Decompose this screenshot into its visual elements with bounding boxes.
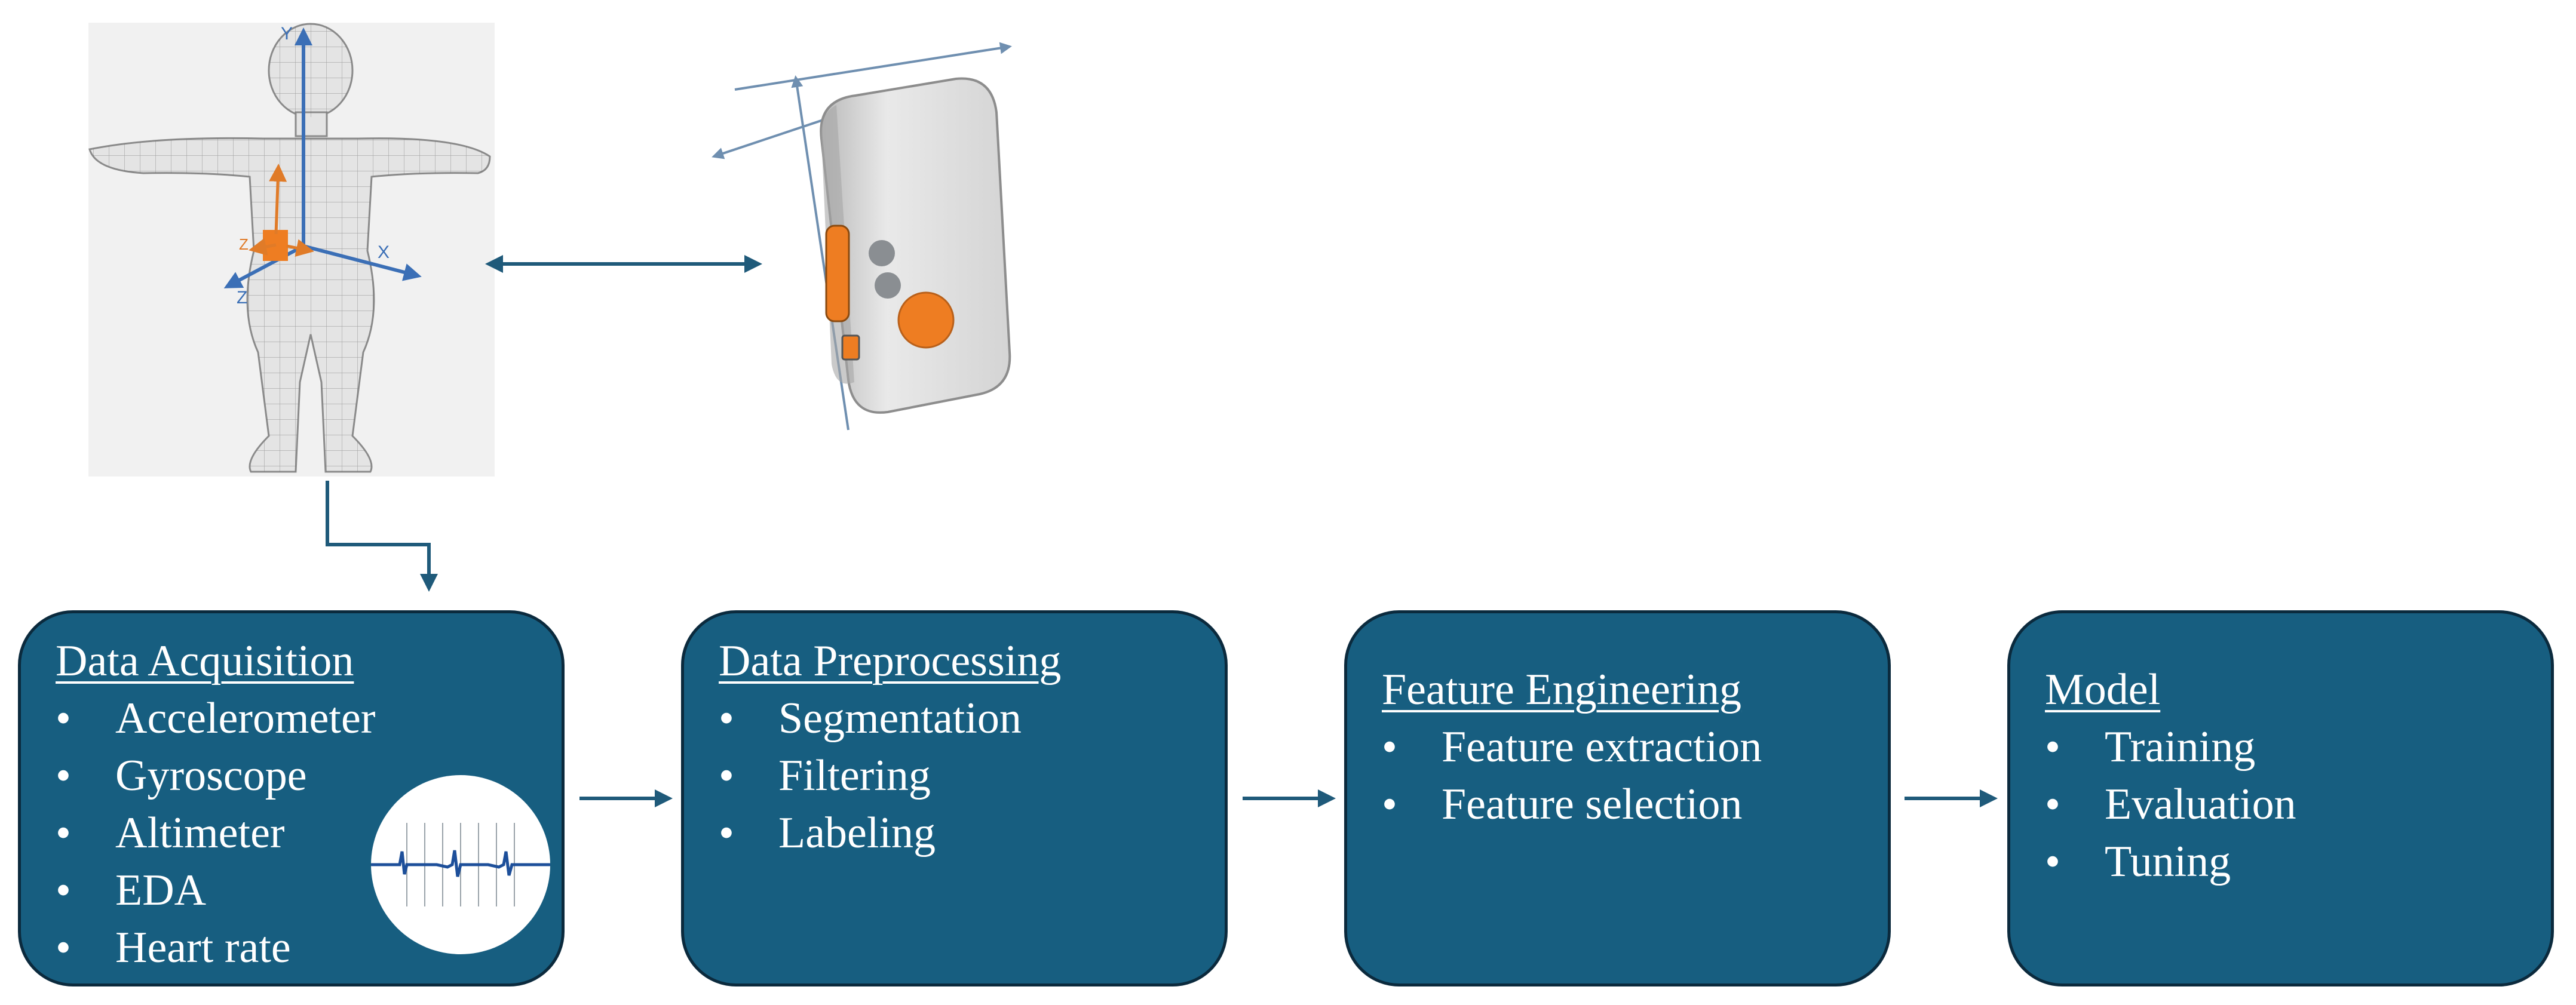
feature-engineering-box: Feature Engineering Feature extraction F… (1344, 610, 1891, 986)
y-axis-label: Y (281, 24, 293, 44)
device-main-button (897, 291, 955, 349)
signal-waveform-circle (371, 775, 550, 954)
data-preprocessing-list: Segmentation Filtering Labeling (719, 690, 1022, 862)
list-item: Segmentation (719, 690, 1022, 747)
z-axis-label: Z (237, 288, 247, 308)
list-item: Feature selection (1382, 776, 1762, 833)
list-item: Filtering (719, 747, 1022, 804)
list-item: EDA (56, 862, 375, 919)
human-figure-illustration: Y X Z Z (88, 23, 495, 477)
sensor-y-axis (269, 164, 287, 235)
device-button-2 (875, 272, 901, 299)
list-item: Gyroscope (56, 747, 375, 804)
x-axis-arrow (303, 244, 422, 281)
signal-waveform-icon (371, 823, 550, 906)
data-acquisition-list: Accelerometer Gyroscope Altimeter EDA He… (56, 690, 375, 976)
wearable-device-illustration (712, 42, 1012, 431)
model-box: Model Training Evaluation Tuning (2007, 610, 2554, 986)
device-port (841, 334, 860, 361)
list-item: Feature extraction (1382, 718, 1762, 776)
data-preprocessing-title: Data Preprocessing (719, 637, 1062, 686)
feature-engineering-list: Feature extraction Feature selection (1382, 718, 1762, 833)
list-item: Tuning (2045, 833, 2296, 890)
sensor-z-label: Z (239, 235, 249, 253)
data-preprocessing-box: Data Preprocessing Segmentation Filterin… (681, 610, 1228, 986)
data-acquisition-box: Data Acquisition Accelerometer Gyroscope… (18, 610, 565, 986)
device-button-1 (869, 240, 895, 266)
list-item: Heart rate (56, 919, 375, 976)
device-body (820, 77, 1011, 414)
human-axes: Y X Z Z (223, 24, 422, 308)
sensor-x-axis (286, 239, 314, 257)
list-item: Accelerometer (56, 690, 375, 747)
list-item: Labeling (719, 804, 1022, 862)
list-item: Evaluation (2045, 776, 2296, 833)
sensor-z-axis (249, 238, 277, 256)
feature-engineering-title: Feature Engineering (1382, 665, 1742, 714)
model-list: Training Evaluation Tuning (2045, 718, 2296, 890)
model-title: Model (2045, 665, 2161, 714)
list-item: Training (2045, 718, 2296, 776)
x-axis-label: X (378, 242, 390, 262)
data-acquisition-title: Data Acquisition (56, 637, 354, 686)
device-side-strip (825, 225, 850, 322)
z-axis-arrow (223, 244, 305, 288)
human-body-mesh (88, 23, 491, 473)
list-item: Altimeter (56, 804, 375, 862)
figure-to-acquisition-arrow (326, 481, 438, 592)
